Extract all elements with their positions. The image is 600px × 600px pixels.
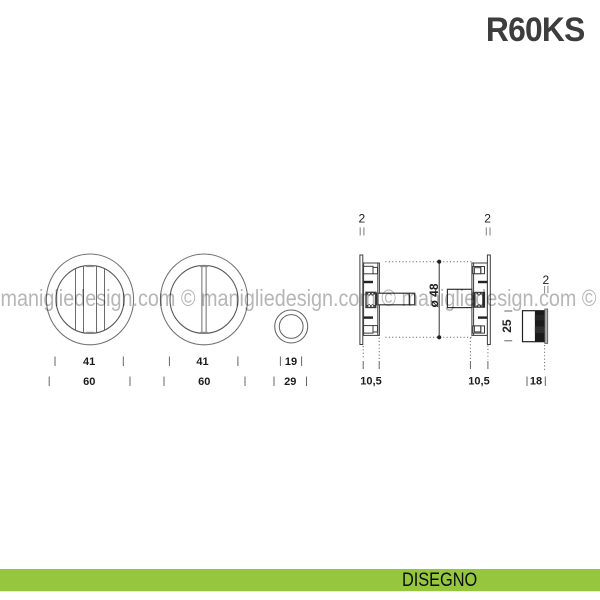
svg-text:DISEGNO: DISEGNO <box>402 569 477 590</box>
svg-text:18: 18 <box>530 376 542 388</box>
svg-text:60: 60 <box>83 376 95 388</box>
svg-text:2: 2 <box>484 211 491 225</box>
svg-text:29: 29 <box>284 376 296 388</box>
svg-text:41: 41 <box>83 356 95 368</box>
svg-text:19: 19 <box>285 356 297 368</box>
svg-text:10,5: 10,5 <box>468 376 489 388</box>
svg-text:41: 41 <box>196 356 208 368</box>
svg-text:R60KS: R60KS <box>486 11 585 50</box>
svg-text:25: 25 <box>500 319 514 333</box>
svg-text:2: 2 <box>542 273 549 287</box>
svg-text:10,5: 10,5 <box>360 376 381 388</box>
svg-text:60: 60 <box>198 376 210 388</box>
svg-text:ø 48: ø 48 <box>427 283 441 307</box>
svg-text:2: 2 <box>358 211 365 225</box>
svg-text:manigliedesign.com © maniglied: manigliedesign.com © manigliedesign.com … <box>1 285 597 311</box>
